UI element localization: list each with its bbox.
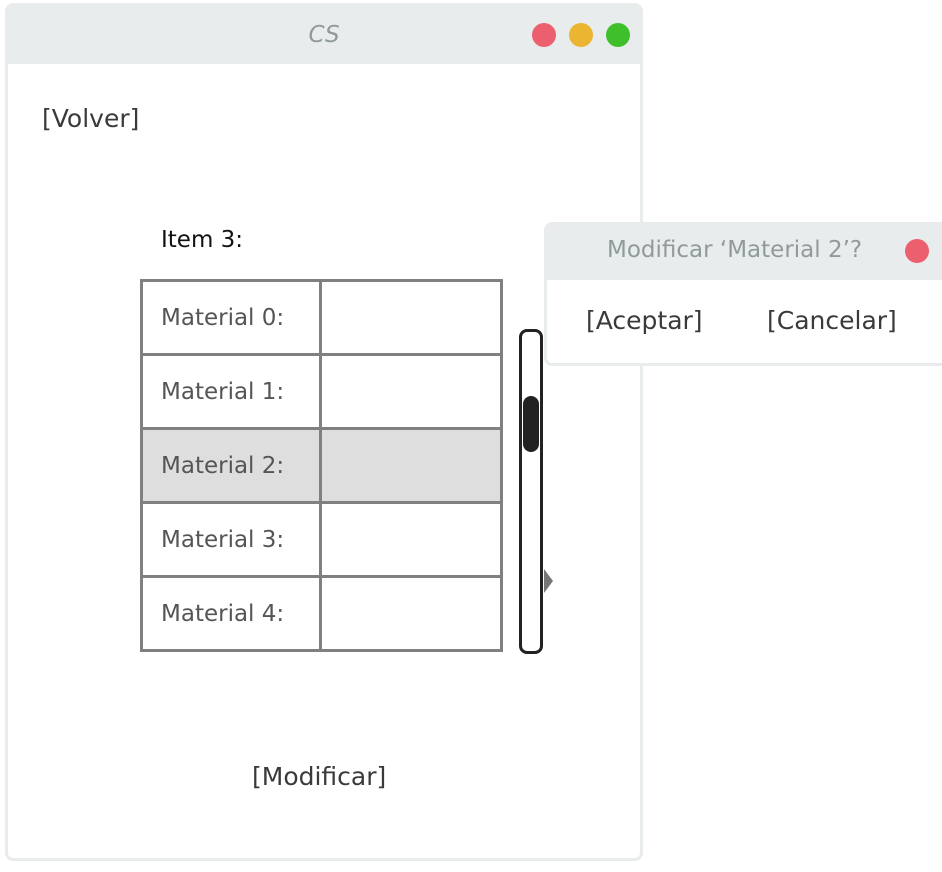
titlebar: CS (8, 6, 640, 64)
materials-table: Material 0: Material 1: Material 2: Mate… (139, 279, 503, 652)
material-label: Material 4: (139, 575, 323, 652)
modify-button[interactable]: [Modificar] (252, 762, 387, 791)
window-title: CS (308, 22, 340, 48)
accept-button[interactable]: [Aceptar] (586, 306, 703, 335)
vertical-scrollbar[interactable] (519, 329, 543, 654)
dialog-close-button[interactable] (905, 239, 929, 263)
maximize-window-button[interactable] (606, 23, 630, 47)
table-row[interactable]: Material 1: (139, 353, 503, 430)
material-label: Material 1: (139, 353, 323, 430)
cancel-button[interactable]: [Cancelar] (767, 306, 897, 335)
table-row[interactable]: Material 4: (139, 575, 503, 652)
material-label: Material 2: (139, 427, 323, 504)
material-value-field[interactable] (319, 427, 503, 504)
item-title: Item 3: (161, 227, 244, 253)
minimize-window-button[interactable] (569, 23, 593, 47)
material-value-field[interactable] (319, 501, 503, 578)
table-row[interactable]: Material 0: (139, 279, 503, 356)
back-button[interactable]: [Volver] (42, 104, 140, 133)
dialog-title: Modificar ‘Material 2’? (607, 237, 863, 263)
caret-right-icon[interactable] (544, 569, 553, 593)
material-value-field[interactable] (319, 575, 503, 652)
material-label: Material 3: (139, 501, 323, 578)
scrollbar-thumb[interactable] (523, 396, 539, 452)
dialog-titlebar: Modificar ‘Material 2’? (547, 222, 942, 280)
table-row-selected[interactable]: Material 2: (139, 427, 503, 504)
material-label: Material 0: (139, 279, 323, 356)
material-value-field[interactable] (319, 353, 503, 430)
table-row[interactable]: Material 3: (139, 501, 503, 578)
confirm-dialog: Modificar ‘Material 2’? [Aceptar] [Cance… (544, 222, 942, 366)
close-window-button[interactable] (532, 23, 556, 47)
material-value-field[interactable] (319, 279, 503, 356)
